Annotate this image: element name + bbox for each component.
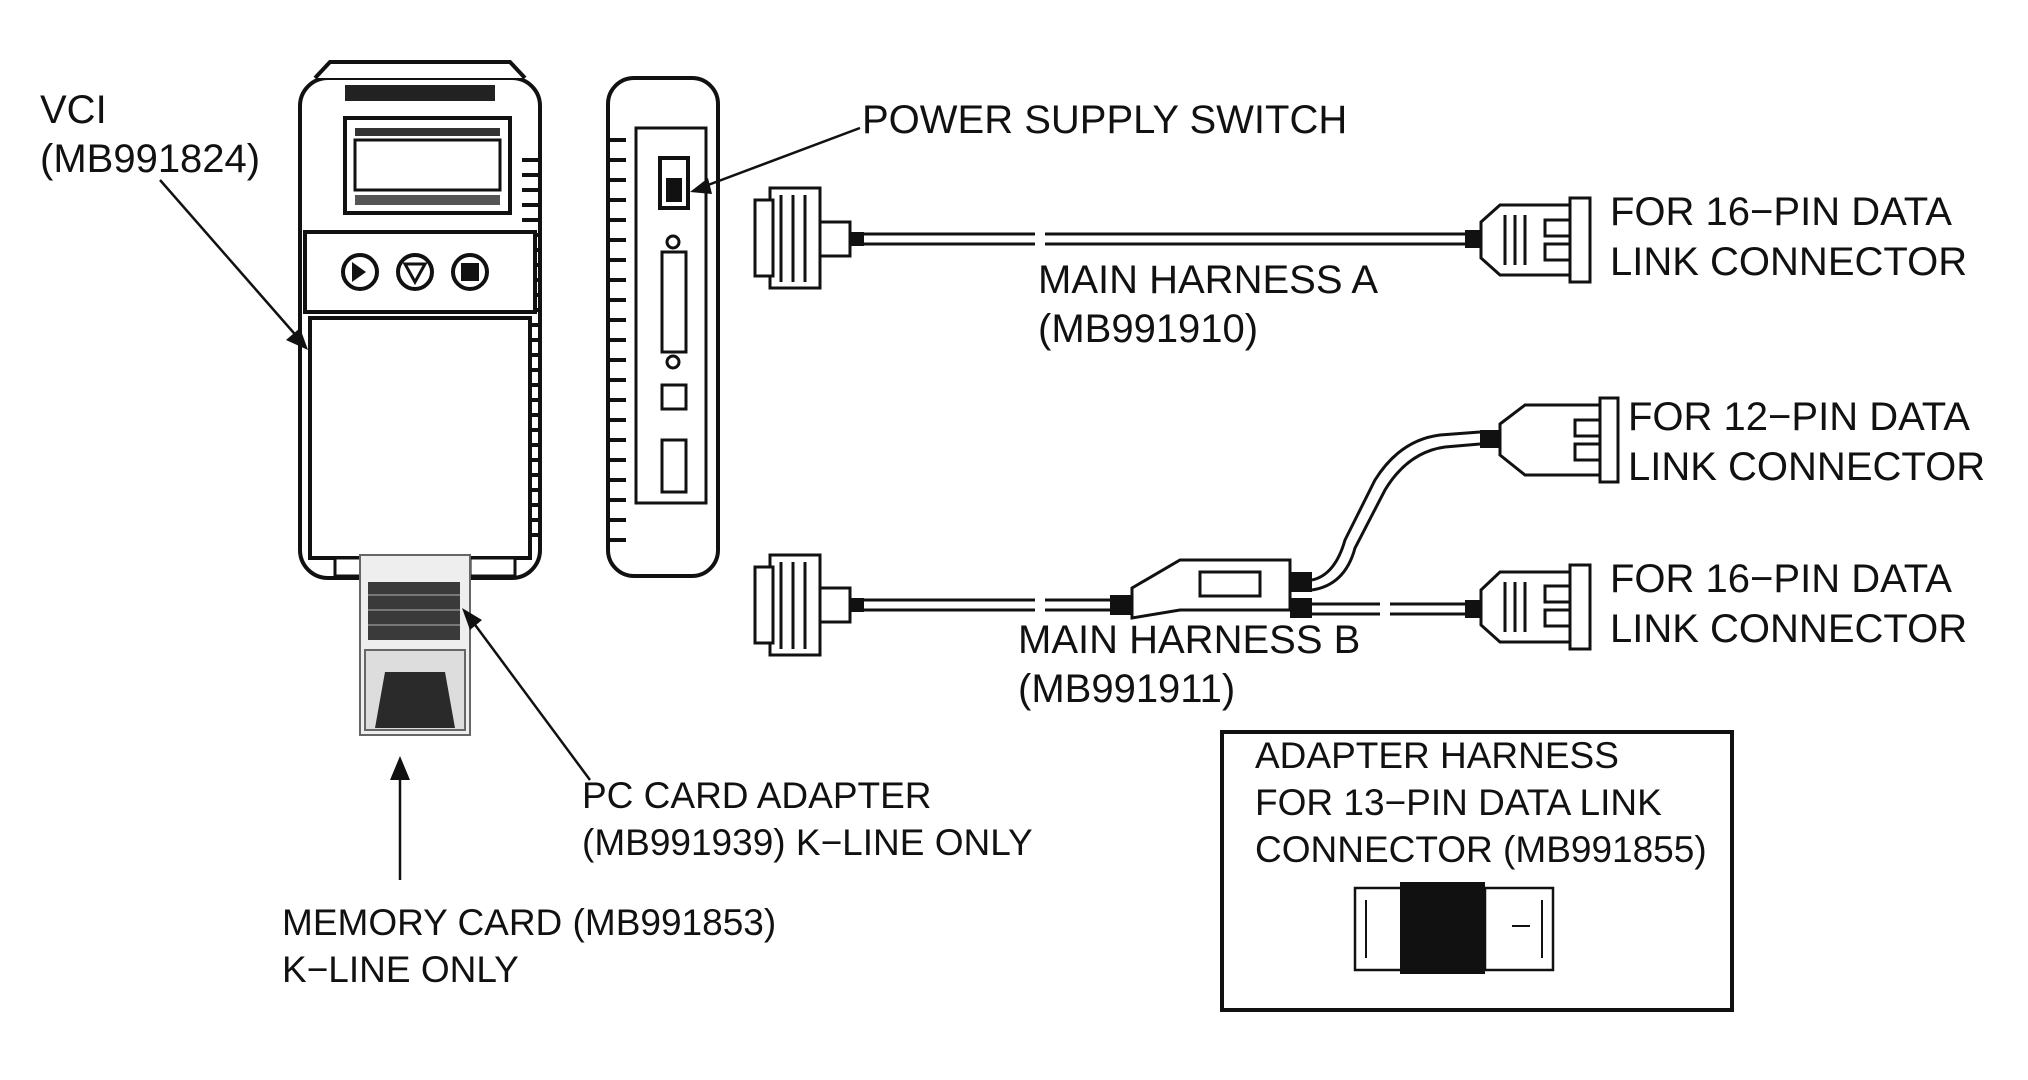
label-power-switch: POWER SUPPLY SWITCH: [862, 98, 1347, 142]
label-pc-card-adapter-line-2: (MB991939) K−LINE ONLY: [582, 822, 1033, 863]
label-harness-b-line-1: MAIN HARNESS B: [1018, 618, 1360, 662]
label-adapter-harness-line-2: FOR 13−PIN DATA LINK: [1255, 782, 1662, 823]
main-harness-a-cable: [753, 186, 1592, 290]
label-harness-b-16pin: FOR 16−PIN DATA LINK CONNECTOR: [1610, 557, 1967, 651]
vci-front-buttons: [341, 253, 489, 291]
vci-side-unit: [606, 76, 720, 578]
label-harness-b-16pin-line-1: FOR 16−PIN DATA: [1610, 557, 1952, 601]
label-harness-b-16pin-line-2: LINK CONNECTOR: [1610, 607, 1967, 651]
label-vci-line-1: VCI: [40, 88, 107, 132]
label-memory-card-line-2: K−LINE ONLY: [282, 949, 519, 990]
label-harness-a-connector: FOR 16−PIN DATA LINK CONNECTOR: [1610, 190, 1967, 284]
label-pc-card-adapter: PC CARD ADAPTER (MB991939) K−LINE ONLY: [582, 775, 1033, 863]
label-harness-a-line-1: MAIN HARNESS A: [1038, 258, 1378, 302]
adapter-harness-box: ADAPTER HARNESS FOR 13−PIN DATA LINK CON…: [1220, 730, 1734, 1012]
label-harness-b-line-2: (MB991911): [1018, 667, 1235, 711]
label-harness-b-12pin-line-2: LINK CONNECTOR: [1628, 445, 1985, 489]
adapter-harness-connector: [1353, 882, 1555, 974]
main-harness-b-cable: [753, 396, 1620, 657]
label-adapter-harness-line-3: CONNECTOR (MB991855): [1255, 829, 1707, 870]
label-harness-a-line-2: (MB991910): [1038, 307, 1258, 351]
label-pc-card-adapter-line-1: PC CARD ADAPTER: [582, 775, 932, 816]
label-harness-b: MAIN HARNESS B (MB991911): [1018, 618, 1360, 711]
label-vci: VCI (MB991824): [40, 88, 260, 181]
label-harness-a: MAIN HARNESS A (MB991910): [1038, 258, 1378, 351]
label-vci-line-2: (MB991824): [40, 137, 260, 181]
label-adapter-harness-line-1: ADAPTER HARNESS: [1255, 735, 1619, 776]
vci-front-unit: [298, 60, 542, 580]
label-harness-a-connector-line-1: FOR 16−PIN DATA: [1610, 190, 1952, 234]
label-harness-b-12pin-line-1: FOR 12−PIN DATA: [1628, 395, 1970, 439]
label-harness-b-12pin: FOR 12−PIN DATA LINK CONNECTOR: [1628, 395, 1985, 489]
memory-card: [364, 649, 466, 731]
label-memory-card-line-1: MEMORY CARD (MB991853): [282, 902, 776, 943]
pointer-arrows: [159, 126, 861, 880]
label-harness-a-connector-line-2: LINK CONNECTOR: [1610, 240, 1967, 284]
label-memory-card: MEMORY CARD (MB991853) K−LINE ONLY: [282, 902, 776, 990]
